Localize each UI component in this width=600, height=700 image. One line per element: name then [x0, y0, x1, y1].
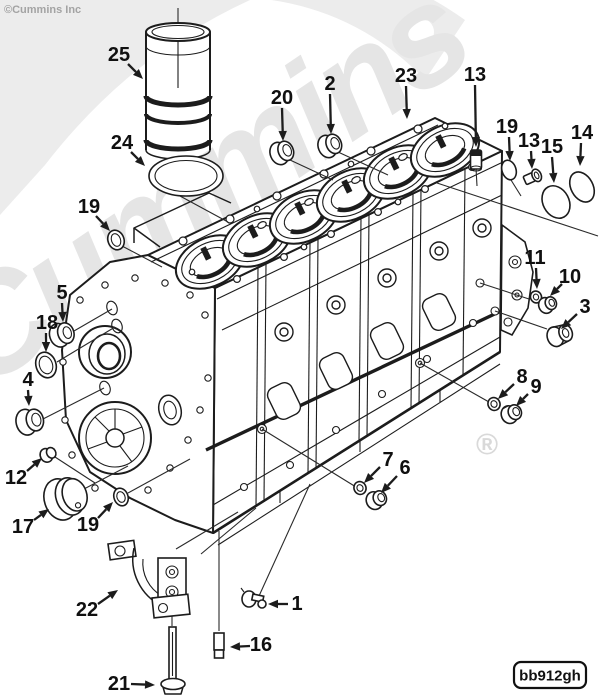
block-right-flange	[500, 223, 534, 337]
part-oring-24	[148, 155, 224, 197]
cylinder-bores	[174, 122, 481, 290]
watermark-registered-mark: ®	[476, 429, 498, 462]
callout-label: 19	[78, 196, 100, 218]
deck-bolt-holes	[178, 122, 477, 284]
callout-label: 9	[530, 376, 541, 398]
callout-label: 24	[111, 132, 134, 154]
figure-code-text: bb912gh	[519, 668, 581, 685]
callout-8: 8	[498, 366, 528, 399]
callout-label: 17	[12, 516, 34, 538]
engine-block	[59, 117, 534, 546]
callout-label: 19	[77, 514, 99, 536]
part-plug-5	[48, 321, 75, 348]
part-oring-19a	[500, 159, 518, 181]
callout-label: 19	[496, 116, 518, 138]
block-front-face-details	[59, 274, 212, 502]
part-stud-16	[213, 632, 225, 659]
watermark-arc-band	[0, 0, 465, 147]
part-plug-2	[317, 133, 343, 159]
callout-label: 13	[464, 64, 486, 86]
callout-label: 12	[5, 467, 27, 489]
callout-21: 21	[108, 673, 155, 695]
part-fitting-13	[522, 168, 543, 186]
callout-5: 5	[56, 282, 68, 322]
callout-label: 22	[76, 599, 98, 621]
callout-13: 13	[464, 64, 486, 147]
part-oring-19b	[106, 229, 126, 251]
callout-12: 12	[5, 458, 42, 489]
callout-16: 16	[230, 634, 272, 656]
callout-9: 9	[516, 376, 542, 406]
part-plug-10	[537, 296, 558, 315]
part-plug-9	[500, 404, 523, 425]
part-oring-18	[34, 351, 58, 379]
callout-label: 8	[516, 366, 527, 388]
callout-label: 15	[541, 136, 563, 158]
part-washer-7	[353, 480, 367, 496]
part-washer-11	[529, 290, 543, 304]
callout-1: 1	[268, 593, 303, 615]
callout-18: 18	[36, 312, 58, 352]
callout-label: 23	[395, 65, 417, 87]
callout-13: 13	[518, 130, 540, 169]
parts	[15, 22, 596, 695]
part-oring-15	[541, 184, 571, 220]
part-bushing-3	[546, 323, 574, 348]
leader-lines	[42, 8, 599, 631]
part-sensor-1	[240, 587, 267, 609]
part-plug-12	[39, 446, 57, 464]
callout-label: 14	[571, 122, 594, 144]
callout-label: 4	[22, 369, 34, 391]
figure-code-badge: bb912gh	[512, 660, 588, 690]
callout-6: 6	[381, 457, 411, 493]
callout-3: 3	[561, 296, 591, 329]
callout-label: 16	[250, 634, 272, 656]
callout-label: 18	[36, 312, 58, 334]
part-plug-6	[365, 490, 388, 511]
callout-label: 5	[56, 282, 67, 304]
callout-24: 24	[111, 132, 145, 166]
callout-label: 7	[382, 449, 393, 471]
callout-label: 20	[271, 87, 293, 109]
part-dowel-13	[469, 149, 483, 172]
callout-label: 6	[399, 457, 410, 479]
callout-14: 14	[571, 122, 594, 166]
block-side-details	[205, 161, 504, 546]
callout-25: 25	[108, 44, 143, 79]
part-oring-19c	[112, 487, 130, 507]
part-plug-17	[43, 477, 88, 521]
callout-label: 13	[518, 130, 540, 152]
part-washer-8	[487, 396, 501, 412]
callout-7: 7	[364, 449, 394, 483]
part-cylinder-liner	[143, 22, 213, 160]
part-bolt-21	[160, 626, 186, 695]
callout-label: 3	[579, 296, 590, 318]
copyright-text: ©Cummins Inc	[4, 4, 81, 16]
callout-label: 10	[559, 266, 581, 288]
callout-label: 2	[324, 73, 335, 95]
callout-label: 11	[524, 247, 545, 269]
callout-11: 11	[524, 247, 546, 289]
callout-label: 25	[108, 44, 130, 66]
part-oring-14	[568, 171, 596, 203]
callout-label: 21	[108, 673, 130, 695]
callout-2: 2	[324, 73, 336, 134]
callout-19: 19	[496, 116, 518, 161]
part-bracket-22	[107, 539, 191, 619]
callout-17: 17	[12, 509, 49, 538]
callout-19: 19	[77, 502, 113, 536]
part-plug-20	[269, 140, 295, 166]
callout-10: 10	[550, 266, 581, 296]
part-plug-4	[15, 408, 45, 436]
callout-20: 20	[271, 87, 293, 141]
callout-22: 22	[76, 590, 118, 621]
callout-19: 19	[78, 196, 110, 231]
callout-15: 15	[541, 136, 563, 183]
callout-23: 23	[395, 65, 417, 119]
callout-4: 4	[22, 369, 34, 406]
callout-label: 1	[291, 593, 302, 615]
